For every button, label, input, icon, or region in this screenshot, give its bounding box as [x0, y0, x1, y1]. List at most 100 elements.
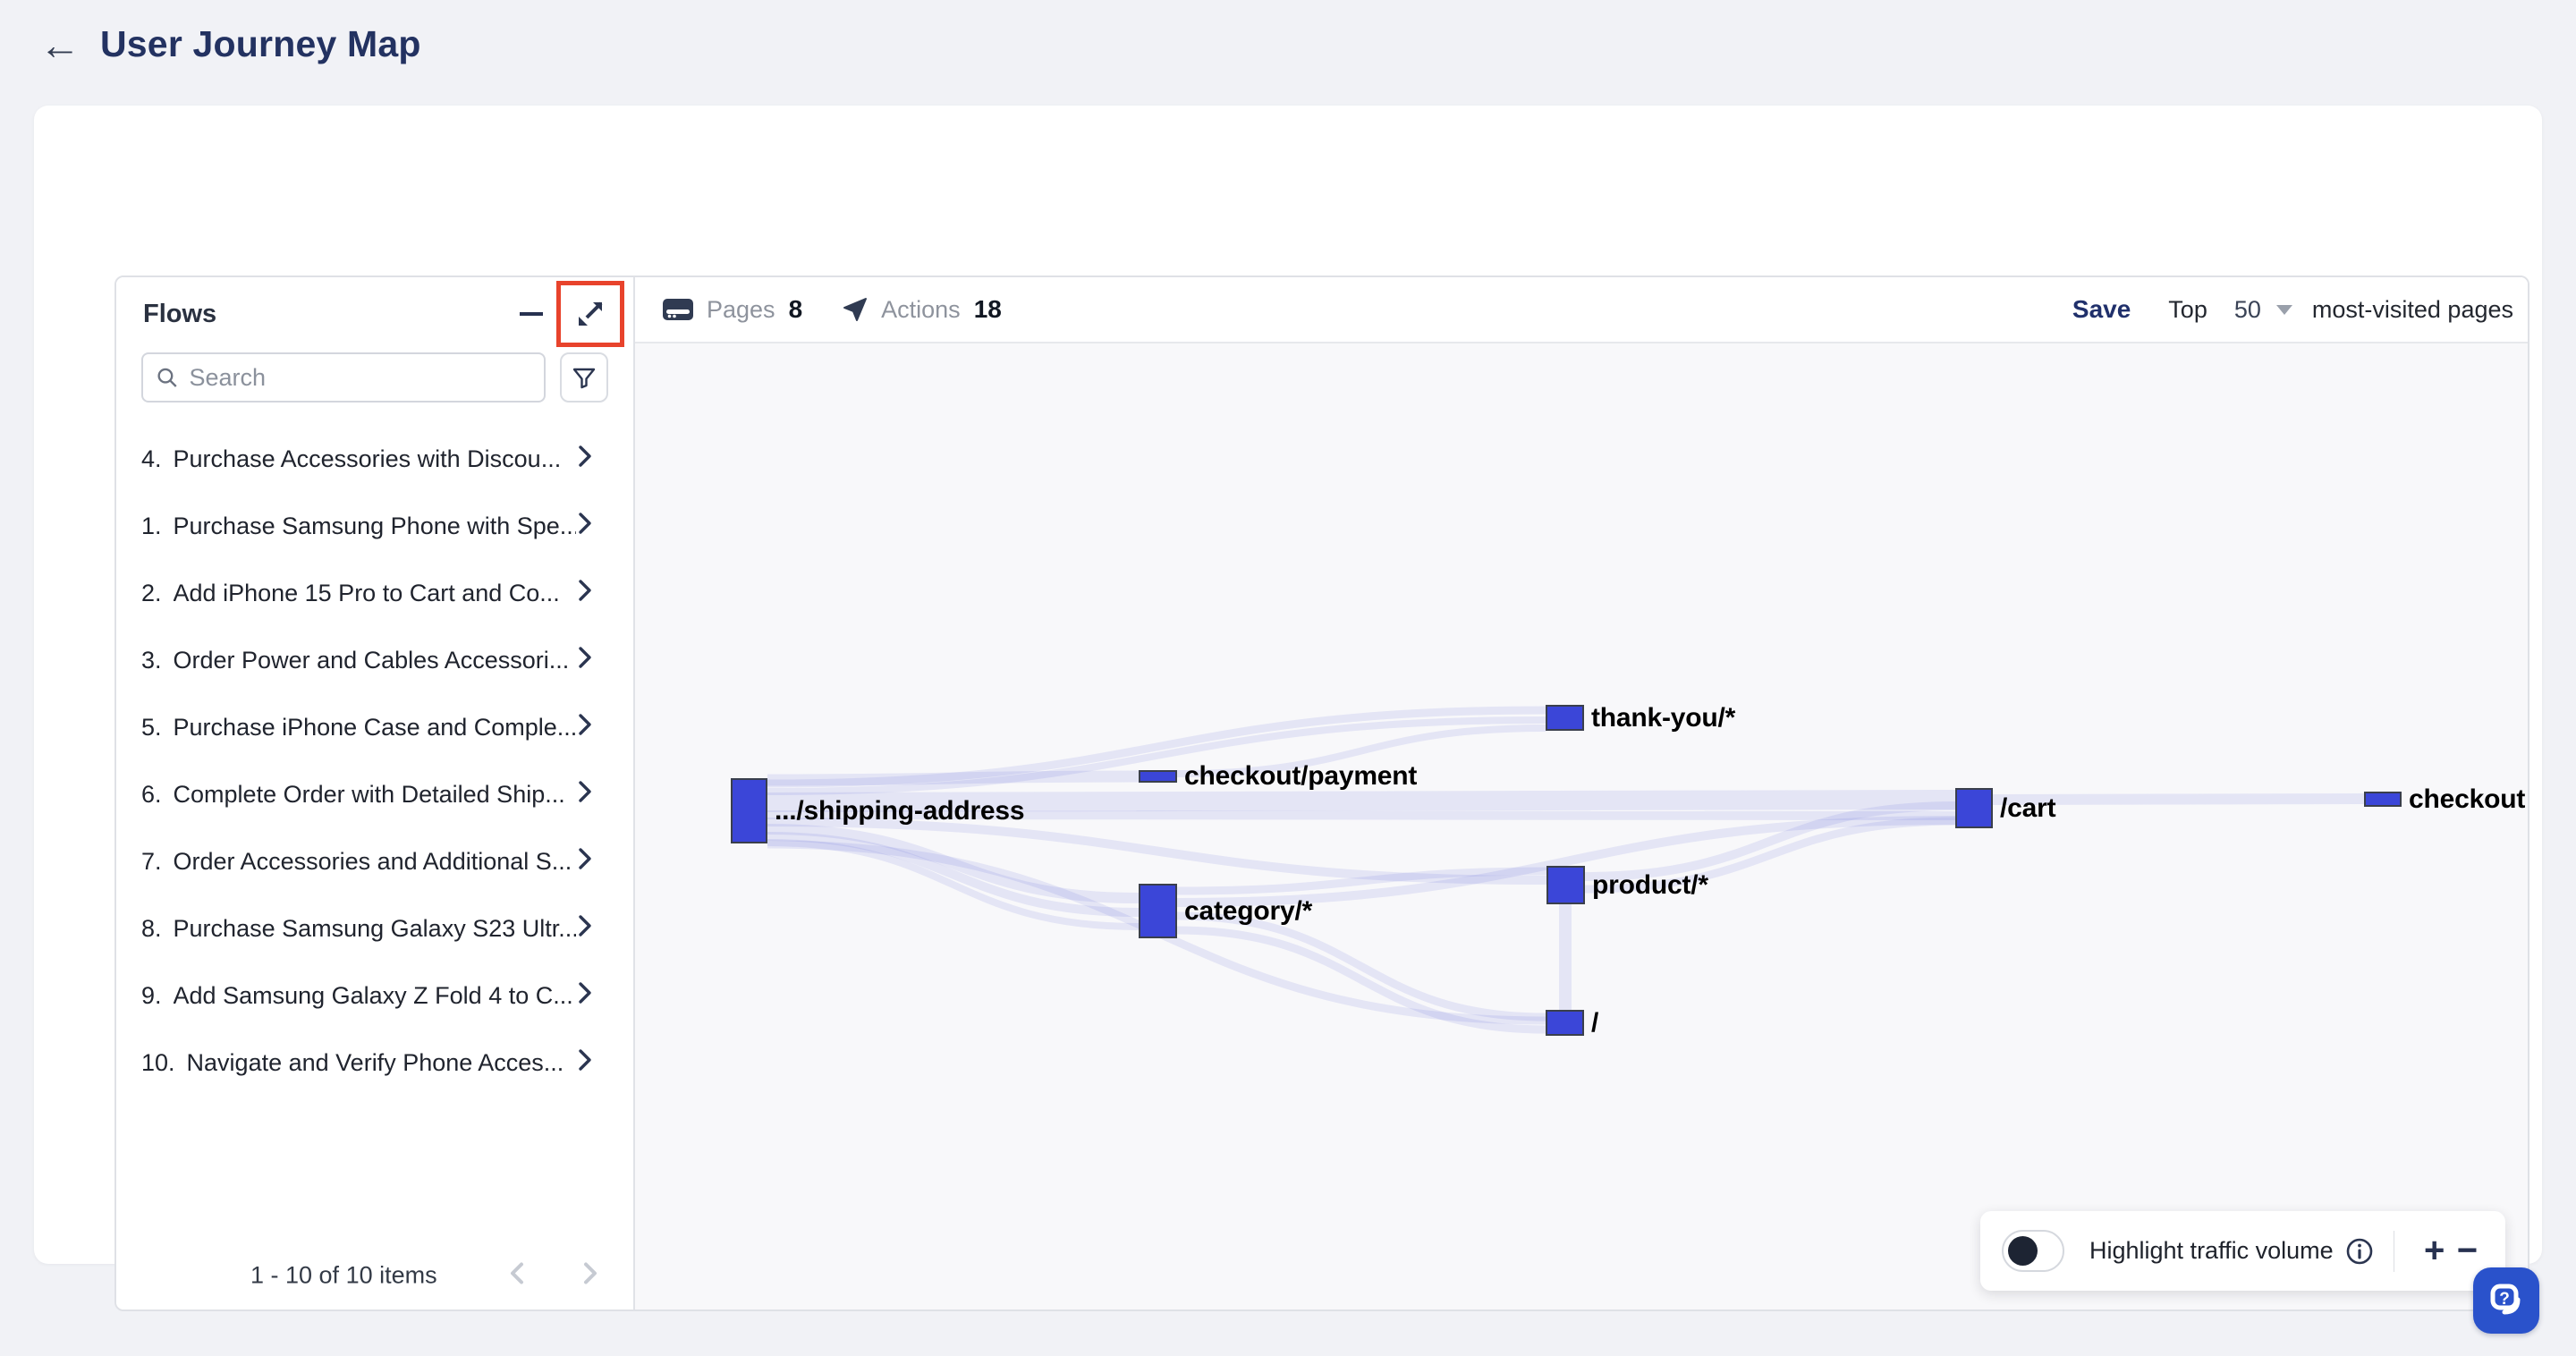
flow-item-label: Purchase Samsung Galaxy S23 Ultr...: [173, 915, 576, 942]
journey-node-label-shipping: .../shipping-address: [775, 795, 1025, 826]
zoom-out-button[interactable]: −: [2456, 1231, 2479, 1270]
top-label: Top: [2168, 295, 2207, 323]
journey-node-label-product: product/*: [1592, 869, 1708, 900]
journey-chart-panel: Pages 8 Actions 18 Save Top 50: [635, 277, 2528, 1309]
flow-item-number: 4.: [141, 445, 162, 472]
toolbar-right: Save Top 50 most-visited pages: [2072, 295, 2513, 324]
flows-panel-header: Flows: [116, 277, 633, 351]
toggle-knob: [2008, 1236, 2038, 1266]
flow-item-number: 9.: [141, 982, 162, 1009]
flow-link-category-to-home: [1176, 911, 1546, 1021]
zoom-in-button[interactable]: +: [2424, 1231, 2445, 1270]
save-button[interactable]: Save: [2072, 295, 2131, 323]
minimize-panel-button[interactable]: [512, 294, 551, 334]
flow-item-label: Complete Order with Detailed Ship...: [173, 781, 565, 808]
highlight-traffic-toggle[interactable]: [2002, 1230, 2064, 1272]
flow-list-item[interactable]: 6.Complete Order with Detailed Ship...: [116, 761, 633, 828]
top-count-select[interactable]: 50: [2234, 296, 2292, 324]
flow-item-number: 5.: [141, 714, 162, 741]
chevron-right-icon: [576, 577, 594, 610]
flow-item-number: 2.: [141, 580, 162, 606]
flow-item-number: 10.: [141, 1049, 175, 1076]
flow-list-item[interactable]: 2.Add iPhone 15 Pro to Cart and Co...: [116, 560, 633, 627]
filter-button[interactable]: [560, 352, 608, 403]
flow-link-category-to-product: [1176, 867, 1547, 895]
flow-item-label: Order Power and Cables Accessori...: [173, 647, 570, 674]
search-icon: [157, 368, 177, 387]
journey-node-label-cart: /cart: [2000, 792, 2056, 823]
chevron-right-icon: [576, 979, 594, 1013]
journey-node-label-category: category/*: [1184, 895, 1313, 926]
journey-node-thankyou[interactable]: [1546, 705, 1584, 731]
flow-list-item[interactable]: 7.Order Accessories and Additional S...: [116, 828, 633, 895]
journey-node-cart[interactable]: [1955, 788, 1993, 828]
flow-link-category-to-home: [1176, 926, 1546, 1034]
expand-panel-button[interactable]: [561, 285, 620, 343]
journey-node-label-thankyou: thank-you/*: [1591, 702, 1736, 733]
flow-list-item[interactable]: 8. Purchase Samsung Galaxy S23 Ultr...: [116, 895, 633, 962]
flow-list-item[interactable]: 1. Purchase Samsung Phone with Spe...: [116, 493, 633, 560]
flow-link-product-to-cart: [1584, 801, 1956, 881]
flow-item-label: Navigate and Verify Phone Acces...: [186, 1049, 564, 1076]
chart-toolbar: Pages 8 Actions 18 Save Top 50: [635, 277, 2528, 343]
flows-panel: Flows: [116, 277, 635, 1309]
flow-link-shipping-to-category: [767, 824, 1140, 903]
journey-node-label-checkout: checkout: [2409, 784, 2526, 814]
journey-node-label-home: /: [1591, 1007, 1599, 1038]
help-chat-icon: ?: [2490, 1284, 2521, 1315]
sankey-links: [767, 706, 2365, 1034]
pagination-next-button[interactable]: [580, 1259, 601, 1293]
back-arrow-icon[interactable]: ←: [39, 21, 80, 68]
search-box[interactable]: [141, 352, 546, 403]
flow-item-number: 1.: [141, 513, 162, 539]
pages-label: Pages: [707, 295, 775, 323]
journey-node-shipping[interactable]: [731, 778, 767, 843]
filter-funnel-icon: [572, 368, 596, 389]
flow-list-item[interactable]: 10. Navigate and Verify Phone Acces...: [116, 1030, 633, 1097]
flow-item-label: Purchase Accessories with Discou...: [173, 445, 562, 472]
journey-node-product[interactable]: [1546, 866, 1585, 904]
actions-cursor-icon: [843, 298, 868, 321]
actions-value: 18: [973, 295, 1002, 323]
flow-link-shipping-to-category: [767, 832, 1140, 917]
highlight-traffic-label: Highlight traffic volume: [2089, 1237, 2334, 1264]
chevron-right-icon: [576, 711, 594, 744]
chevron-right-icon: [584, 1262, 597, 1284]
journey-node-category[interactable]: [1139, 884, 1177, 938]
flow-item-label: Purchase Samsung Phone with Spe...: [173, 513, 576, 539]
svg-text:?: ?: [2499, 1290, 2510, 1309]
chevron-left-icon: [511, 1262, 523, 1284]
journey-node-checkout[interactable]: [2364, 792, 2402, 807]
flow-item-label: Purchase iPhone Case and Comple...: [173, 714, 576, 741]
main-card: Flows: [34, 106, 2542, 1311]
chevron-right-icon: [576, 1047, 594, 1080]
search-input[interactable]: [189, 363, 531, 392]
overlay-divider: [2393, 1230, 2395, 1272]
pagination: 1 - 10 of 10 items: [116, 1242, 633, 1309]
chevron-down-icon: [2275, 304, 2292, 315]
flow-list-item[interactable]: 5. Purchase iPhone Case and Comple...: [116, 694, 633, 761]
pages-stat: Pages 8: [662, 295, 802, 324]
canvas-overlay-controls: Highlight traffic volume + −: [1980, 1211, 2505, 1291]
expand-button-highlight-box: [556, 281, 624, 347]
chevron-right-icon: [576, 912, 594, 945]
chevron-right-icon: [576, 845, 594, 878]
flow-link-shipping-to-product: [767, 818, 1547, 885]
flow-list-item[interactable]: 9. Add Samsung Galaxy Z Fold 4 to C...: [116, 962, 633, 1030]
flow-list-item[interactable]: 3.Order Power and Cables Accessori...: [116, 627, 633, 694]
info-icon[interactable]: [2345, 1237, 2374, 1266]
journey-canvas[interactable]: Highlight traffic volume + − .../shippin…: [635, 343, 2528, 1309]
flow-link-shipping-to-payment: [767, 770, 1140, 786]
search-row: [116, 352, 633, 403]
pagination-prev-button[interactable]: [506, 1259, 528, 1293]
chevron-right-icon: [576, 778, 594, 811]
flow-item-label: Add Samsung Galaxy Z Fold 4 to C...: [173, 982, 573, 1009]
pages-icon: [663, 299, 693, 320]
help-chat-button[interactable]: ?: [2473, 1267, 2539, 1334]
flow-item-number: 8.: [141, 915, 162, 942]
pages-value: 8: [788, 295, 803, 323]
journey-node-payment[interactable]: [1139, 770, 1177, 783]
flow-list-item[interactable]: 4. Purchase Accessories with Discou...: [116, 426, 633, 493]
journey-node-home[interactable]: [1546, 1010, 1584, 1036]
minimize-icon: [520, 312, 543, 316]
